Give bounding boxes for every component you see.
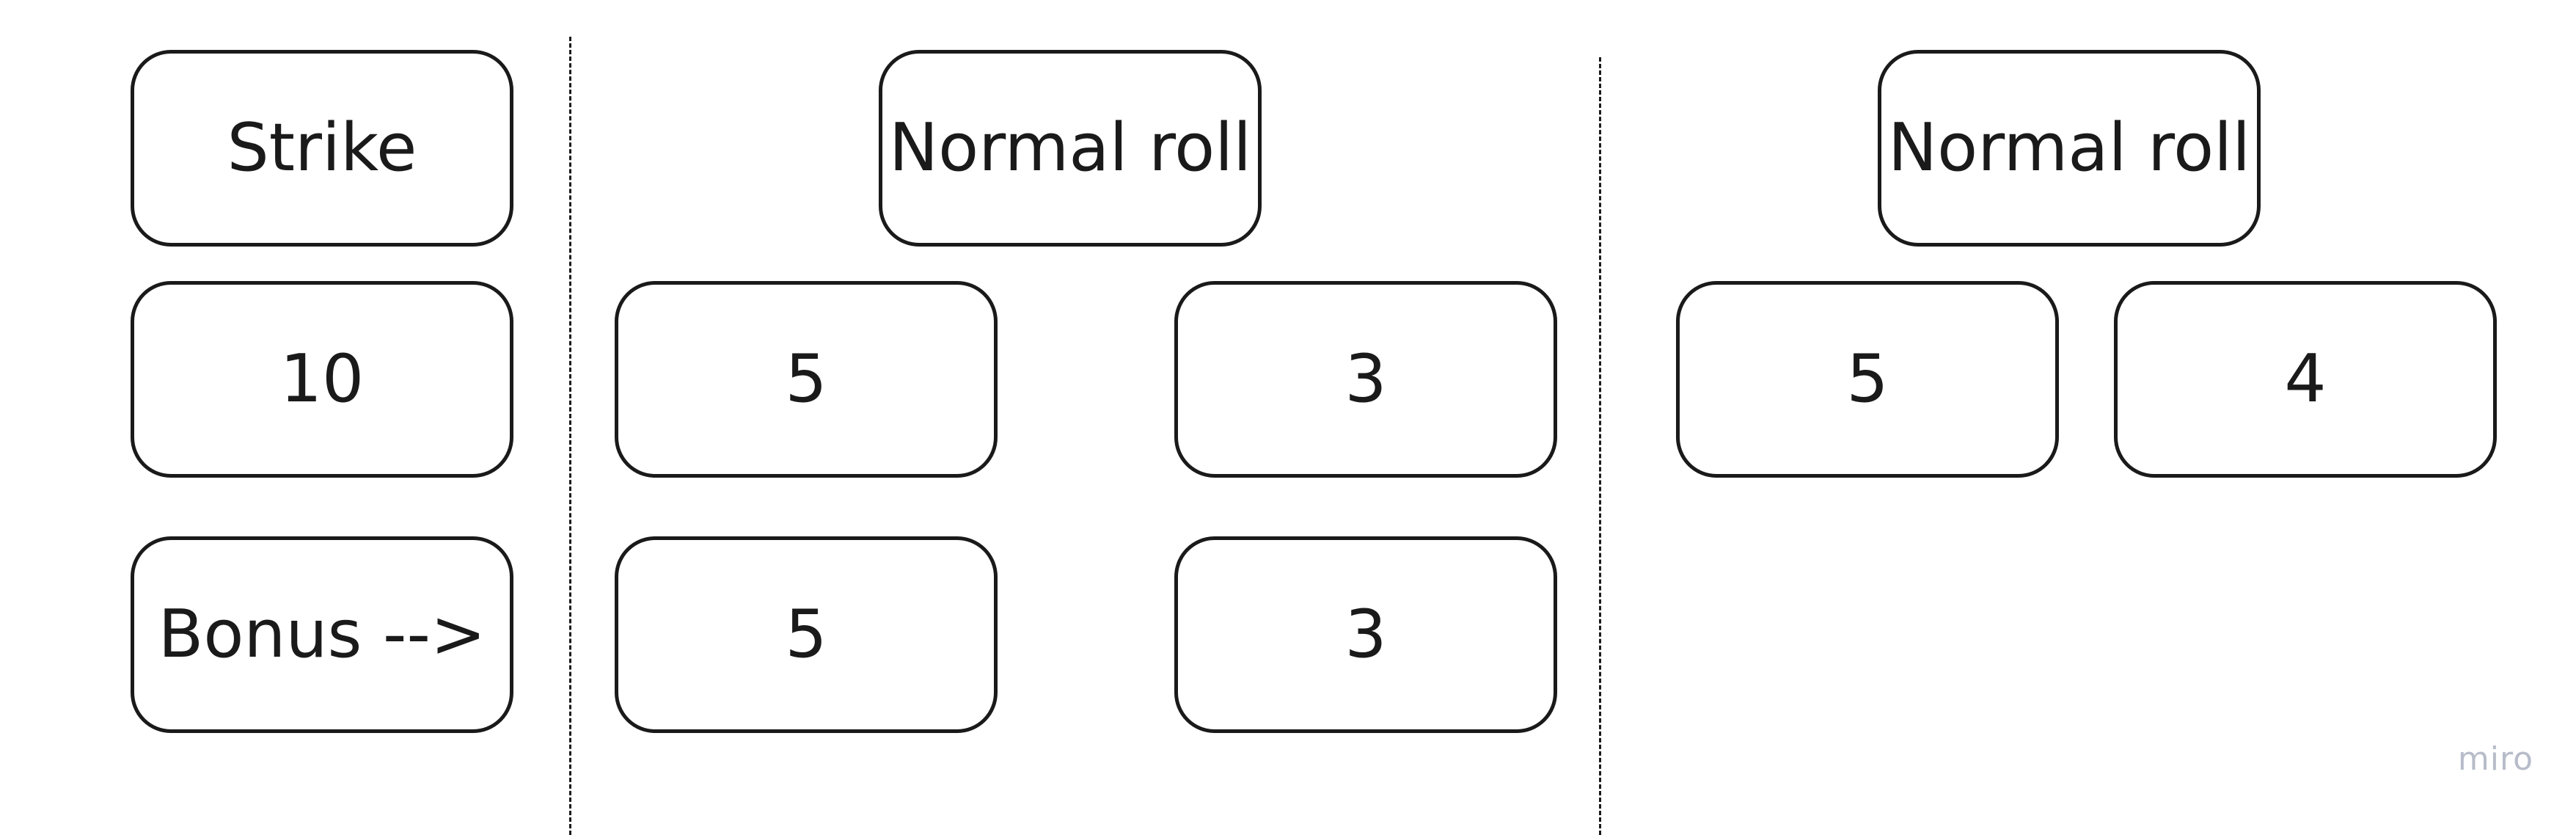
frame2-bonus-2-card: 3 [1174, 536, 1557, 733]
frame3-roll-1-card: 5 [1676, 281, 2059, 478]
bonus-label-card: Bonus --> [131, 536, 513, 733]
miro-watermark: miro [2457, 740, 2533, 778]
frame2-bonus-1-card: 5 [615, 536, 998, 733]
frame2-roll-1-card: 5 [615, 281, 998, 478]
frame-divider-2 [1599, 57, 1601, 835]
frame3-roll-2-card: 4 [2114, 281, 2497, 478]
strike-roll-card: 10 [131, 281, 513, 478]
strike-header-card: Strike [131, 50, 513, 247]
normal-roll-header-card-2: Normal roll [1878, 50, 2261, 247]
frame-divider-1 [569, 37, 571, 835]
normal-roll-header-card-1: Normal roll [879, 50, 1262, 247]
frame2-roll-2-card: 3 [1174, 281, 1557, 478]
